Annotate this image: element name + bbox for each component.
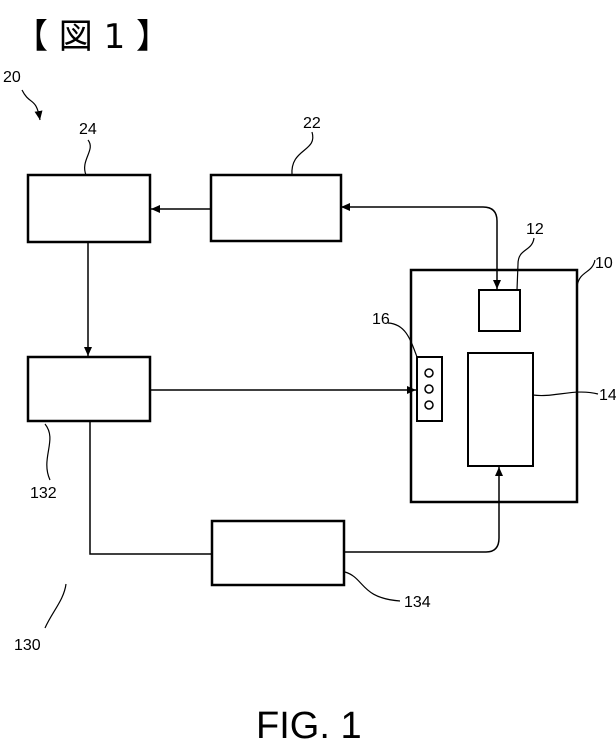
figure-caption: FIG. 1 [256,705,362,747]
ref-label-10: 10 [595,255,613,272]
leader-10 [577,260,595,286]
ref-label-12: 12 [526,221,544,238]
indicator-circle [425,369,433,377]
leader-16 [388,323,417,357]
leader-130 [45,584,66,628]
leader-12 [517,238,534,290]
indicator-circle [425,401,433,409]
indicator-circle [425,385,433,393]
arrow-134-to-14 [344,467,499,552]
block-132 [28,357,150,421]
figure-header: 【 図 1 】 [14,17,170,57]
leader-22 [292,132,313,175]
leader-14 [533,392,598,396]
leader-24 [85,140,91,175]
block-134 [212,521,344,585]
component-12 [479,290,520,331]
block-24 [28,175,150,242]
ref-label-20: 20 [3,69,21,86]
leader-134 [345,572,400,601]
leader-20 [22,90,40,120]
component-16 [417,357,442,421]
ref-label-22: 22 [303,115,321,132]
ref-label-14: 14 [599,387,616,404]
ref-label-16: 16 [372,311,390,328]
ref-label-134: 134 [404,594,431,611]
ref-label-24: 24 [79,121,97,138]
leader-132 [45,424,50,480]
ref-label-132: 132 [30,485,57,502]
device-10 [411,270,577,502]
line-132-to-134 [90,421,212,554]
component-14 [468,353,533,466]
ref-label-130: 130 [14,637,41,654]
block-22 [211,175,341,241]
arrow-22-to-12 [342,207,497,289]
